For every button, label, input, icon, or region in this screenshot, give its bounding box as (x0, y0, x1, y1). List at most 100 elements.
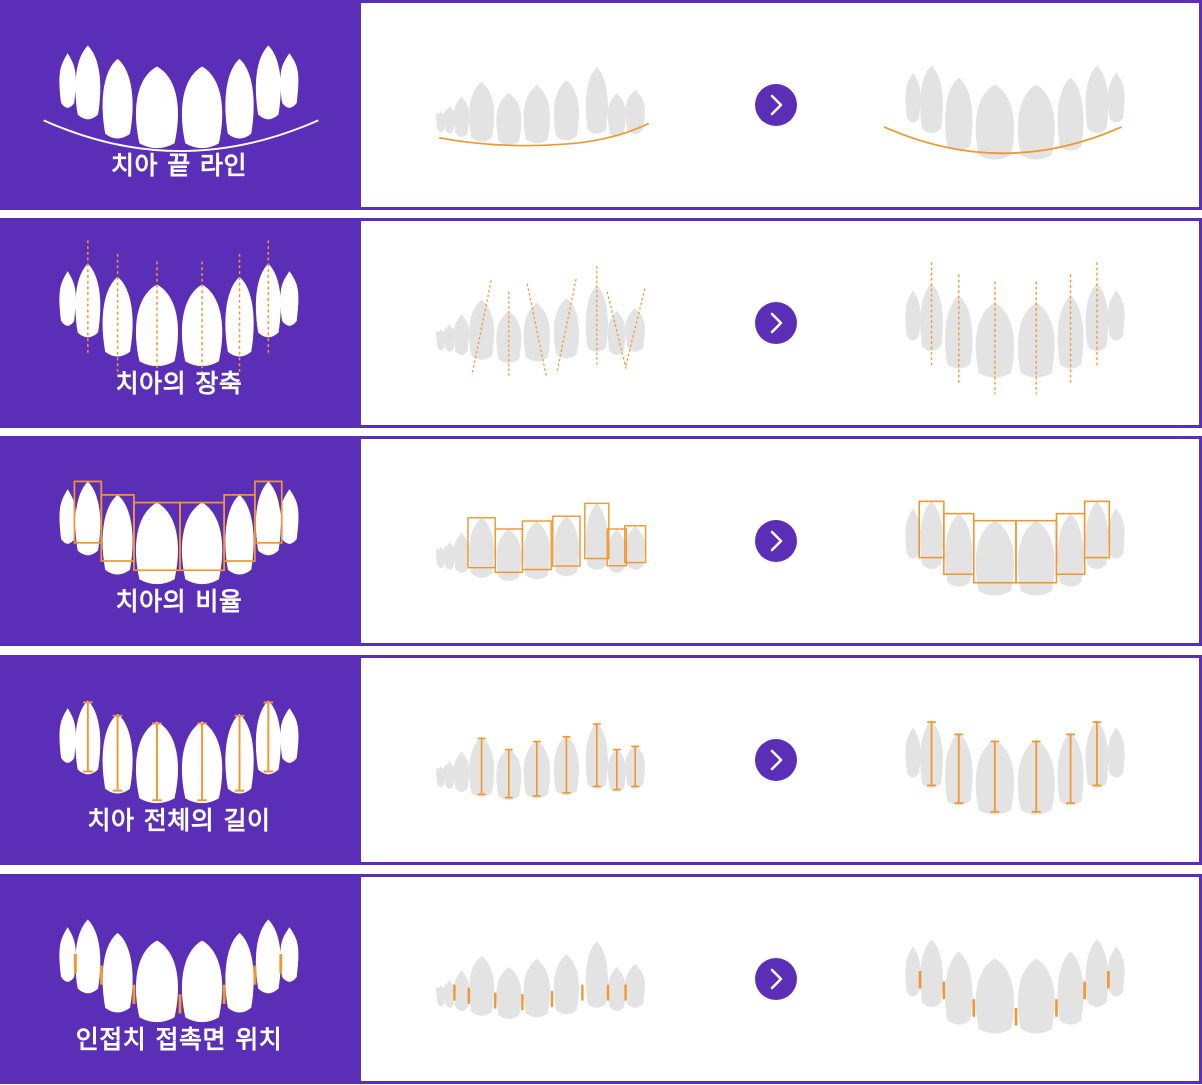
tooth (444, 979, 456, 1008)
tooth (975, 84, 1015, 160)
label-panel: 치아의 비율 (0, 436, 358, 646)
row-contact: 인접치 접촉면 위치 (0, 874, 1202, 1084)
tooth (102, 932, 133, 1013)
tooth (436, 110, 446, 133)
tooth (945, 951, 973, 1025)
long-axis-line (471, 280, 492, 376)
tooth (625, 89, 645, 134)
proportion-box (624, 525, 647, 564)
before-teeth (436, 266, 646, 379)
tooth (905, 727, 921, 778)
proportion-box (1083, 500, 1111, 559)
tooth (553, 80, 579, 141)
tooth (255, 45, 281, 120)
ideal-teeth-icon (59, 240, 299, 385)
tooth (607, 93, 626, 137)
tooth (905, 72, 921, 123)
after-teeth (905, 500, 1125, 596)
tooth (444, 105, 456, 134)
tooth (625, 963, 645, 1008)
comparison-panel (358, 874, 1202, 1084)
tooth (225, 276, 254, 357)
chevron-glyph (770, 312, 783, 334)
tooth (1017, 520, 1055, 596)
tooth (102, 276, 133, 357)
comparison-panel (358, 0, 1202, 210)
label-panel: 치아 끝 라인 (0, 0, 358, 210)
tooth (920, 939, 943, 1008)
tooth (469, 81, 495, 142)
tooth (444, 323, 456, 352)
label-panel: 치아 전체의 길이 (0, 655, 358, 865)
tooth (1057, 513, 1084, 587)
tooth (905, 946, 921, 997)
incisal-curve-line (439, 122, 650, 147)
tooth (280, 927, 299, 982)
tooth (135, 502, 178, 585)
chevron-glyph (770, 968, 783, 990)
comparison-panel (358, 655, 1202, 865)
tooth (496, 967, 522, 1019)
row-long-axis: 치아의 장축 (0, 218, 1202, 428)
tooth (102, 58, 133, 139)
tooth (1085, 501, 1109, 570)
label-panel: 치아의 장축 (0, 218, 358, 428)
tooth (1108, 72, 1125, 123)
tooth (523, 959, 551, 1018)
long-axis-line (526, 283, 548, 377)
proportion-box (584, 502, 610, 560)
tooth (280, 708, 299, 763)
tooth (255, 919, 281, 994)
tooth (945, 77, 973, 151)
comparison-panel (358, 218, 1202, 428)
incisal-curve-line (43, 119, 319, 152)
after-teeth (905, 262, 1125, 395)
tooth (607, 529, 626, 573)
tooth (1017, 84, 1055, 160)
tooth (59, 927, 76, 982)
tooth (436, 328, 446, 351)
tooth (436, 984, 446, 1007)
tooth (280, 53, 299, 108)
tooth (1108, 290, 1125, 341)
tooth (1085, 939, 1109, 1008)
proportion-box (552, 515, 581, 567)
tooth (135, 940, 178, 1023)
tooth (454, 751, 470, 792)
after-teeth (883, 65, 1125, 160)
tooth (1108, 508, 1125, 559)
chevron-right-icon (755, 739, 797, 781)
tooth (469, 517, 495, 578)
long-axis-line (606, 291, 628, 371)
tooth (181, 940, 223, 1023)
tooth (975, 520, 1015, 596)
tooth (496, 93, 522, 145)
before-teeth (436, 502, 647, 581)
tooth (905, 508, 921, 559)
row-length: 치아 전체의 길이 (0, 655, 1202, 865)
proportion-box (254, 480, 283, 544)
tooth (102, 494, 133, 575)
tooth (625, 307, 645, 352)
tooth (975, 958, 1015, 1034)
row-proportion: 치아의 비율 (0, 436, 1202, 646)
tooth (75, 919, 101, 994)
tooth (454, 532, 470, 573)
after-teeth (905, 939, 1125, 1034)
comparison-panel (358, 436, 1202, 646)
proportion-box (521, 520, 552, 571)
tooth (905, 290, 921, 341)
ideal-teeth-icon (59, 480, 299, 585)
tooth (1108, 727, 1125, 778)
tooth (625, 525, 645, 570)
tooth (454, 970, 470, 1011)
tooth (585, 503, 608, 570)
proportion-box (606, 528, 628, 567)
tooth (225, 932, 254, 1013)
tooth (181, 502, 223, 585)
tooth (181, 66, 223, 149)
tooth (607, 311, 626, 355)
tooth (1085, 65, 1109, 134)
tooth (135, 66, 178, 149)
